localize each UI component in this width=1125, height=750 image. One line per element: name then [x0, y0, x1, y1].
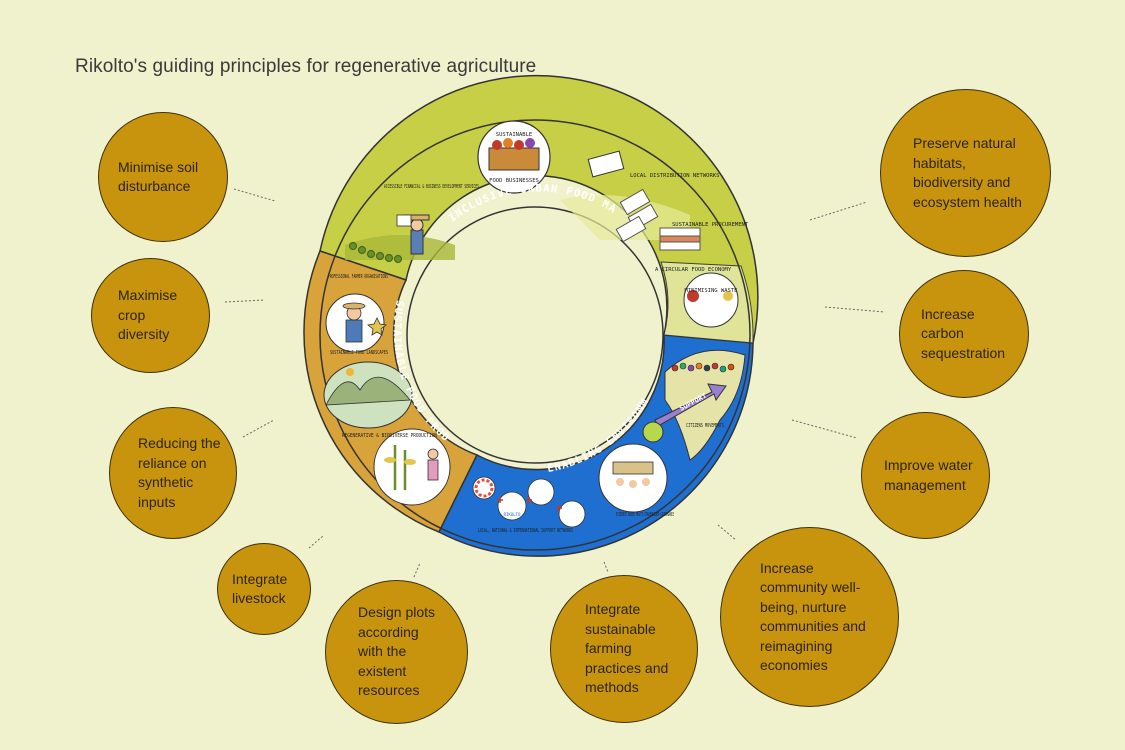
citizens-movements-map: [664, 349, 746, 461]
principle-integrate-livestock: Integrate livestock: [217, 543, 311, 635]
connector-line: [413, 562, 421, 578]
procurement-building: [659, 227, 701, 251]
plus-icon: [497, 497, 503, 503]
connector-line: [224, 299, 266, 303]
label-farmer-organisations: PROFESSIONAL FARMER ORGANISATIONS: [328, 274, 388, 280]
label-governance: EVIDENCE BASED MULTI-STAKEHOLDER GOVERNA…: [616, 512, 674, 518]
support-arrow: [654, 383, 727, 427]
connector-line: [824, 306, 886, 313]
wheel-hole: [406, 206, 664, 464]
network-building-icon: [527, 478, 555, 506]
governance-illustration: [598, 443, 668, 513]
principle-text: Increase community well-being, nurture c…: [760, 559, 866, 674]
principle-improve-water-management: Improve water management: [861, 412, 990, 539]
regenerative-production-illustration: [373, 428, 451, 506]
connector-lines: [224, 188, 886, 578]
label-rikolto: RIKOLTO: [504, 512, 521, 517]
page-title: Rikolto's guiding principles for regener…: [75, 56, 537, 77]
principle-design-plots: Design plots according with the existent…: [325, 580, 468, 724]
minimising-waste-illustration: [683, 272, 739, 328]
enabling-illustrations: [472, 349, 746, 528]
local-network-people-icon: [558, 500, 586, 528]
urban-illustrations: [345, 120, 739, 328]
connector-line: [791, 419, 858, 439]
plus-icon: [556, 505, 562, 511]
principle-text: Increase carbon sequestration: [921, 305, 1006, 361]
principle-text: Preserve natural habitats, biodiversity …: [913, 135, 1022, 210]
principle-text: Improve water management: [884, 457, 973, 493]
plant-rows: [348, 241, 403, 264]
label-distribution-networks: LOCAL DISTRIBUTION NETWORKS: [630, 173, 719, 179]
label-support-networks: LOCAL, NATIONAL & INTERNATIONAL SUPPORT …: [478, 528, 573, 534]
connector-line: [809, 201, 868, 221]
crowd-icon: [671, 362, 735, 373]
principle-text: Design plots according with the existent…: [358, 604, 436, 699]
production-illustrations: [323, 293, 451, 506]
principle-maximise-crop-diversity: Maximise crop diversity: [91, 258, 210, 373]
principle-preserve-natural-habitats: Preserve natural habitats, biodiversity …: [880, 89, 1051, 257]
principle-increase-community-wellbeing: Increase community well-being, nurture c…: [720, 527, 899, 707]
sun-icon: [346, 368, 354, 376]
label-food-businesses: FOOD BUSINESSES: [489, 178, 539, 184]
star-icon: [367, 317, 387, 336]
connector-line: [308, 535, 324, 549]
label-financial-services: ACCESSIBLE FINANCIAL & BUSINESS DEVELOPM…: [384, 184, 479, 190]
rikolto-logo-circle: [497, 491, 527, 521]
principle-minimise-soil-disturbance: Minimise soil disturbance: [98, 112, 228, 242]
principle-integrate-sustainable-farming: Integrate sustainable farming practices …: [550, 575, 698, 723]
plus-icon: [526, 497, 532, 503]
principle-text: Integrate livestock: [232, 570, 288, 607]
label-circular-economy: A CIRCULAR FOOD ECONOMY: [655, 267, 732, 273]
principle-increase-carbon-sequestration: Increase carbon sequestration: [899, 270, 1029, 398]
label-sustainable: SUSTAINABLE: [496, 132, 532, 138]
farmer-figure-1: [404, 214, 430, 255]
label-regenerative: REGENERATIVE & BIODIVERSE PRODUCTION: [342, 433, 437, 439]
connector-line: [233, 188, 276, 202]
connector-line: [717, 524, 737, 541]
truck-icon: [587, 150, 625, 178]
connector-line: [242, 419, 275, 438]
principle-text: Integrate sustainable farming practices …: [585, 601, 669, 696]
connector-line: [603, 561, 609, 573]
principle-text: Maximise crop diversity: [118, 287, 178, 343]
principle-text: Minimise soil disturbance: [118, 158, 199, 195]
label-procurement: SUSTAINABLE PROCUREMENT: [672, 222, 749, 228]
solar-panels: [615, 188, 659, 243]
sign-icon: [396, 214, 412, 227]
label-minimising-waste: MINIMISING WASTE: [685, 288, 738, 294]
principle-reducing-synthetic-inputs: Reducing the reliance on synthetic input…: [109, 407, 237, 539]
ball-icon: [642, 421, 664, 443]
wheel-outer-border: [319, 119, 751, 551]
label-food-landscapes: SUSTAINABLE FOOD LANDSCAPES: [330, 350, 388, 356]
principle-text: Reducing the reliance on synthetic input…: [138, 435, 221, 510]
label-citizens-movements: CITIZENS MOVEMENTS: [686, 423, 724, 429]
